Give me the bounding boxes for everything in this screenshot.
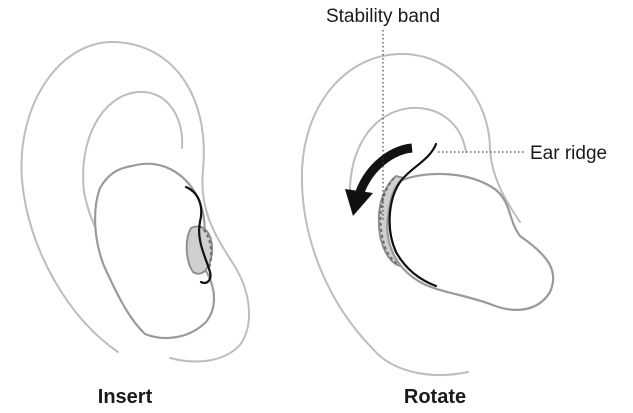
- rotation-arrow-shaft: [355, 143, 413, 194]
- insert-caption: Insert: [98, 386, 153, 408]
- right-earbud: [377, 142, 555, 311]
- rotation-arrow-icon: [345, 143, 413, 216]
- left-ear-ridge-line: [184, 185, 212, 284]
- rotation-arrow-head: [345, 189, 373, 216]
- left-ear-outer-outline: [20, 40, 250, 363]
- right-ear-inner-outline: [348, 106, 467, 199]
- left-earbud: [93, 162, 215, 340]
- insert-panel: Insert: [20, 40, 250, 408]
- right-ear-ridge-line: [388, 142, 438, 288]
- left-ear-inner-outline: [82, 90, 184, 193]
- left-earbud-band-edge: [198, 225, 213, 269]
- rotate-panel: Stability band Ear ridge Rotate: [300, 6, 607, 408]
- rotate-caption: Rotate: [404, 386, 466, 408]
- right-ear-lower-outline: [371, 347, 469, 376]
- right-earbud-band-edge: [379, 177, 403, 267]
- stability-band-label: Stability band: [326, 6, 440, 27]
- right-earbud-body: [386, 172, 555, 311]
- ear-ridge-label: Ear ridge: [530, 143, 607, 164]
